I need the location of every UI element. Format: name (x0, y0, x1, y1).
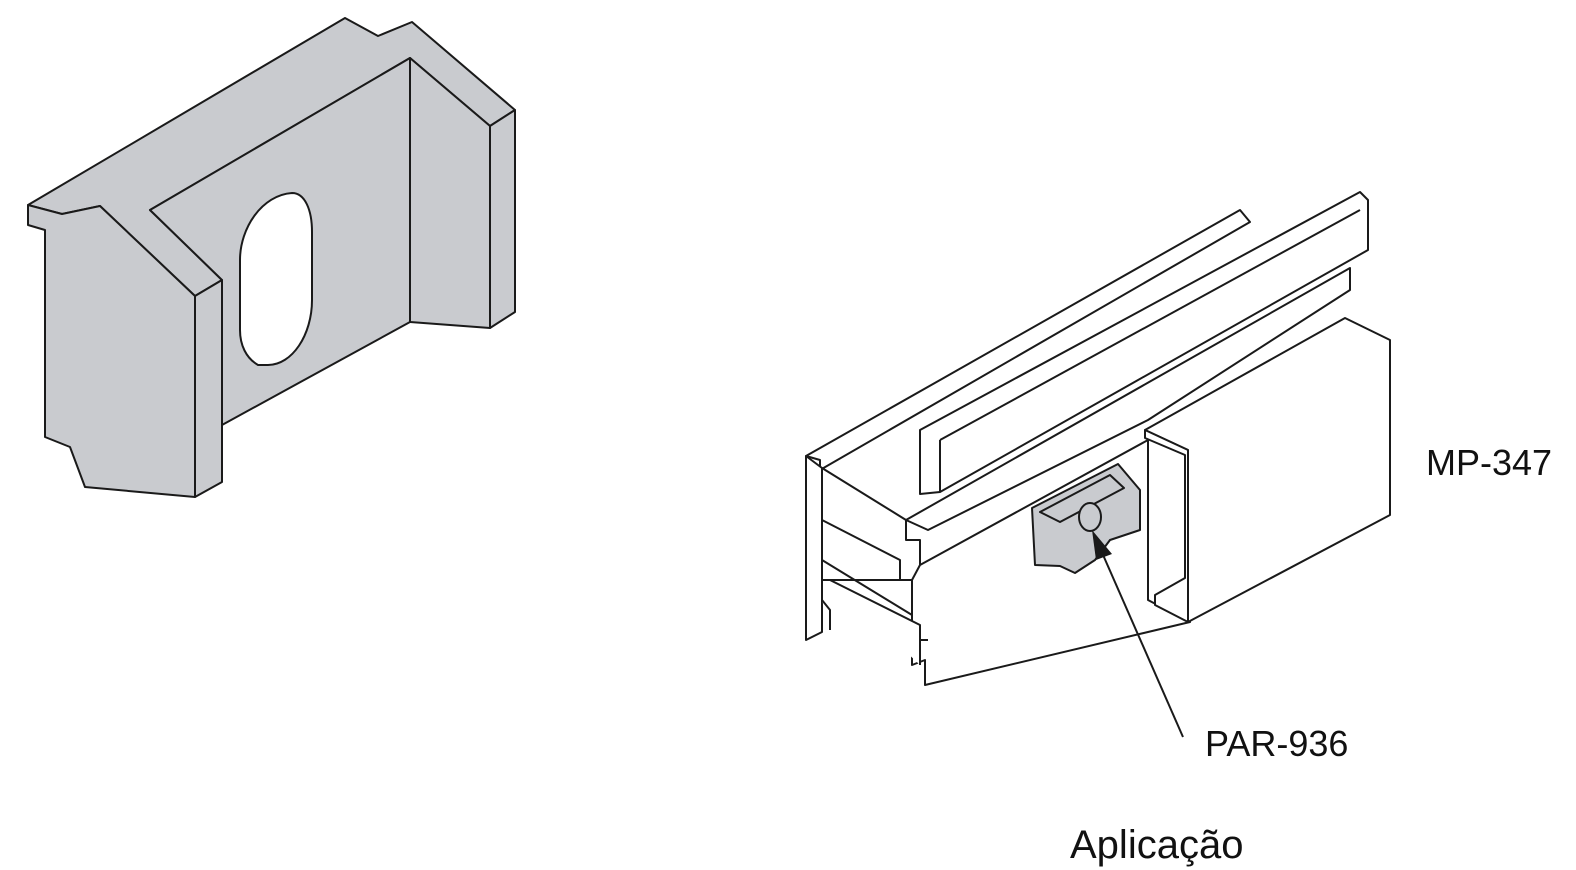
profile-drawing (805, 191, 1391, 686)
leader-line (1099, 547, 1184, 738)
clip-front-face (27, 204, 196, 498)
screw-head (1078, 502, 1102, 532)
clip-right-edge (489, 109, 516, 329)
clip-slot-hole (239, 191, 313, 366)
clip-code-label: PAR-936 (1205, 723, 1349, 764)
clip-front-bevel (194, 279, 223, 498)
leader-arrowhead (1092, 530, 1112, 560)
profile-code-label: MP-347 (1426, 442, 1553, 483)
caption-label: Aplicação (1070, 823, 1244, 867)
